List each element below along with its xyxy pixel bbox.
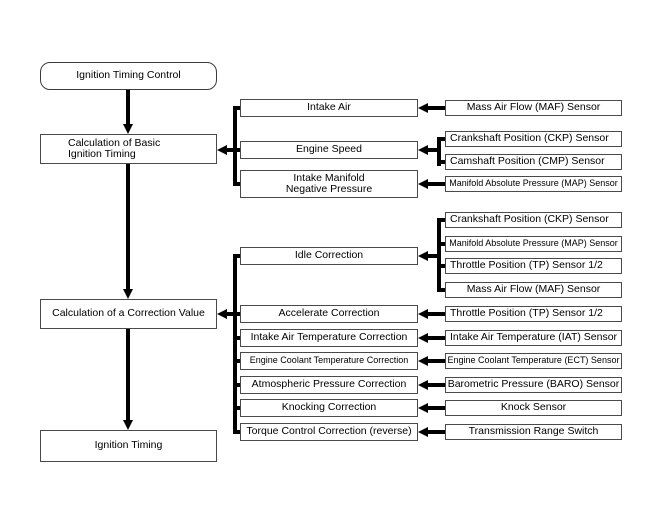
- sensor-box-map-1: Manifold Absolute Pressure (MAP) Sensor: [445, 176, 622, 192]
- correction-box-atmospheric-pressure: Atmospheric Pressure Correction: [240, 376, 418, 394]
- arrow-baro-correction-head: [418, 380, 428, 390]
- input-box-intake-manifold-negative-pressure: Intake Manifold Negative Pressure: [240, 170, 418, 198]
- sensor-box-iat: Intake Air Temperature (IAT) Sensor: [445, 330, 622, 346]
- basic-inputs-arrow-line: [227, 148, 240, 152]
- input-box-intake-air: Intake Air: [240, 99, 418, 117]
- corrections-bracket-stub-ect: [233, 359, 240, 363]
- correction-box-idle: Idle Correction: [240, 247, 418, 265]
- sensor-box-knock: Knock Sensor: [445, 400, 622, 416]
- sensor-box-cmp: Camshaft Position (CMP) Sensor: [445, 154, 622, 170]
- sensor-box-maf-1: Mass Air Flow (MAF) Sensor: [445, 100, 622, 116]
- correction-box-knocking: Knocking Correction: [240, 399, 418, 417]
- arrow-tp2-accelerate-line: [428, 312, 445, 316]
- flow-arrow-2-head: [123, 289, 133, 299]
- sensor-box-transmission-range: Transmission Range Switch: [445, 424, 622, 440]
- node-ignition-timing-control: Ignition Timing Control: [40, 62, 217, 90]
- corrections-bracket-stub-idle: [233, 254, 240, 258]
- arrow-ect-correction-head: [418, 356, 428, 366]
- sensor-box-tp-2: Throttle Position (TP) Sensor 1/2: [445, 306, 622, 322]
- engine-speed-sensors-bracket-stub-ckp: [437, 137, 445, 141]
- idle-sensors-bracket-stub-ckp: [437, 218, 445, 222]
- sensor-box-maf-2: Mass Air Flow (MAF) Sensor: [445, 282, 622, 298]
- flow-arrow-1-head: [123, 124, 133, 134]
- corrections-bracket-stub-knocking: [233, 406, 240, 410]
- node-calculation-correction-value: Calculation of a Correction Value: [40, 299, 217, 329]
- corrections-arrow-line: [227, 312, 240, 316]
- basic-inputs-bracket-stub-intake-manifold: [233, 182, 240, 186]
- basic-inputs-bracket-vline: [233, 106, 237, 186]
- arrow-maf1-intake-air-head: [418, 103, 428, 113]
- idle-sensors-bracket-stub-map: [437, 242, 445, 246]
- corrections-arrow-head: [217, 309, 227, 319]
- arrow-baro-correction-line: [428, 383, 445, 387]
- corrections-bracket-vline: [233, 254, 237, 434]
- arrow-transmission-torque-line: [428, 430, 445, 434]
- flow-arrow-3-head: [123, 420, 133, 430]
- arrow-tp2-accelerate-head: [418, 309, 428, 319]
- sensor-box-map-2: Manifold Absolute Pressure (MAP) Sensor: [445, 236, 622, 252]
- flow-arrow-3-line: [126, 329, 130, 420]
- node-ignition-timing: Ignition Timing: [40, 430, 217, 462]
- sensor-box-ect: Engine Coolant Temperature (ECT) Sensor: [445, 353, 622, 369]
- corrections-bracket-stub-torque: [233, 430, 240, 434]
- correction-box-accelerate: Accelerate Correction: [240, 305, 418, 323]
- arrow-maf1-intake-air-line: [428, 106, 445, 110]
- arrow-idle-correction-head: [418, 251, 428, 261]
- arrow-map1-intake-manifold-line: [428, 182, 445, 186]
- arrow-engine-speed-head: [418, 145, 428, 155]
- arrow-map1-intake-manifold-head: [418, 179, 428, 189]
- arrow-idle-correction-line: [428, 254, 441, 258]
- arrow-transmission-torque-head: [418, 427, 428, 437]
- arrow-knock-correction-head: [418, 403, 428, 413]
- idle-sensors-bracket-stub-tp: [437, 264, 445, 268]
- arrow-ect-correction-line: [428, 359, 445, 363]
- sensor-box-ckp-2: Crankshaft Position (CKP) Sensor: [445, 212, 622, 228]
- arrow-knock-correction-line: [428, 406, 445, 410]
- sensor-box-baro: Barometric Pressure (BARO) Sensor: [445, 377, 622, 393]
- basic-inputs-arrow-head: [217, 145, 227, 155]
- sensor-box-ckp-1: Crankshaft Position (CKP) Sensor: [445, 131, 622, 147]
- correction-box-torque-control: Torque Control Correction (reverse): [240, 423, 418, 441]
- input-box-engine-speed: Engine Speed: [240, 141, 418, 159]
- node-calculation-basic-ignition-timing: Calculation of Basic Ignition Timing: [40, 134, 217, 164]
- flow-arrow-2-line: [126, 164, 130, 289]
- basic-inputs-bracket-stub-intake-air: [233, 106, 240, 110]
- corrections-bracket-stub-atmospheric: [233, 383, 240, 387]
- flow-arrow-1-line: [126, 90, 130, 124]
- arrow-iat-correction-head: [418, 333, 428, 343]
- sensor-box-tp-1: Throttle Position (TP) Sensor 1/2: [445, 258, 622, 274]
- arrow-iat-correction-line: [428, 336, 445, 340]
- engine-speed-sensors-bracket-stub-cmp: [437, 160, 445, 164]
- correction-box-intake-air-temperature: Intake Air Temperature Correction: [240, 329, 418, 347]
- arrow-engine-speed-line: [428, 148, 441, 152]
- corrections-bracket-stub-iat: [233, 336, 240, 340]
- idle-sensors-bracket-stub-maf: [437, 288, 445, 292]
- correction-box-engine-coolant-temperature: Engine Coolant Temperature Correction: [240, 352, 418, 370]
